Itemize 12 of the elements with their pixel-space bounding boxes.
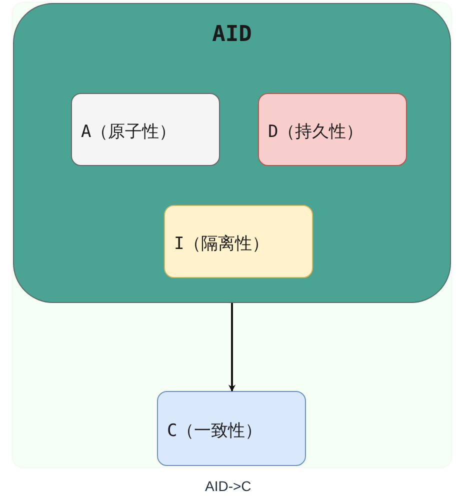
box-label: I（隔离性） [174, 232, 270, 254]
box-label: C（一致性） [167, 420, 262, 442]
group-box [13, 3, 451, 303]
group-title: AID [211, 22, 253, 47]
box-label: D（持久性） [268, 120, 364, 142]
box-label: A（原子性） [81, 120, 176, 142]
process-box [258, 93, 407, 166]
caption: AID->C [205, 478, 252, 494]
arrow [228, 303, 236, 392]
process-box [164, 205, 313, 278]
process-box [157, 391, 306, 466]
process-box [71, 93, 220, 166]
